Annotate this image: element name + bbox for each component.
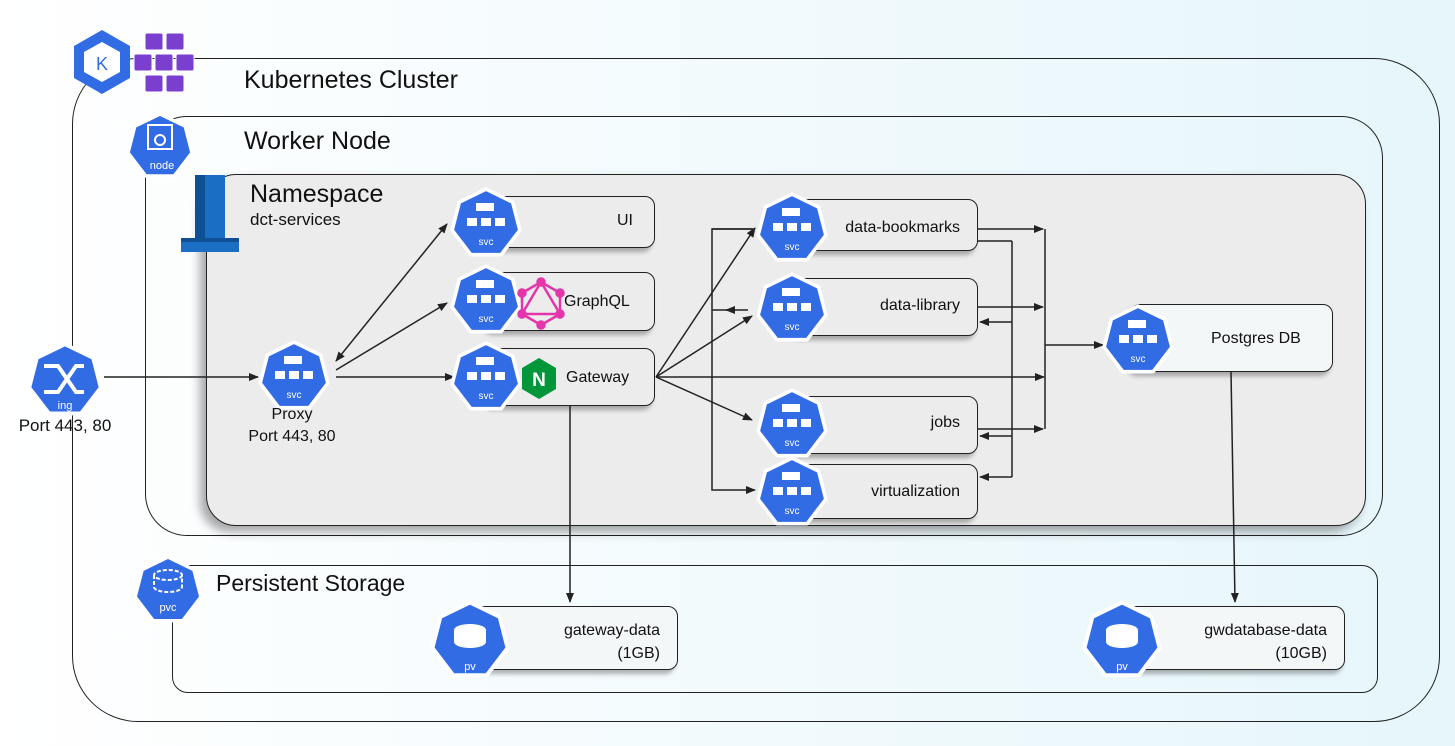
gateway-label: Gateway bbox=[566, 369, 630, 386]
pv-icon-gateway: pv bbox=[432, 602, 507, 675]
gwdatabase-data-name: gwdatabase-data bbox=[1204, 622, 1327, 639]
svg-text:svc: svc bbox=[1131, 354, 1146, 365]
gateway-data-name: gateway-data bbox=[563, 622, 660, 639]
namespace-icon bbox=[181, 175, 239, 252]
svg-text:node: node bbox=[150, 160, 174, 172]
left-bus-to-virtualization bbox=[711, 228, 756, 494]
graphql-label: GraphQL bbox=[564, 293, 630, 310]
proxy-name-label: Proxy bbox=[271, 406, 313, 423]
ingress-icon: ing bbox=[27, 342, 103, 416]
proxy-ui-arrow bbox=[335, 223, 448, 362]
svg-text:pvc: pvc bbox=[159, 602, 177, 614]
data-bookmarks-label: data-bookmarks bbox=[845, 219, 960, 236]
namespace-name: dct-services bbox=[250, 210, 341, 229]
gateway-jobs-arrow bbox=[655, 376, 753, 421]
svc-icons: svc svc svc svc svc svc svc svc svc bbox=[258, 187, 1174, 526]
data-bookmarks-svc-icon: svc bbox=[756, 192, 828, 262]
gateway-svc-icon: svc bbox=[450, 341, 522, 411]
svg-text:pv: pv bbox=[464, 661, 476, 673]
pv-icon-gwdatabase: pv bbox=[1084, 602, 1159, 675]
svg-text:svc: svc bbox=[785, 242, 800, 253]
node-icon: node bbox=[126, 112, 194, 178]
postgres-svc-icon: svc bbox=[1102, 304, 1174, 374]
gwdatabase-data-size: (10GB) bbox=[1275, 645, 1327, 662]
data-library-label: data-library bbox=[879, 297, 960, 314]
svg-text:svc: svc bbox=[785, 322, 800, 333]
virtualization-svc-icon: svc bbox=[756, 456, 828, 526]
jobs-label: jobs bbox=[930, 414, 960, 431]
svg-text:svc: svc bbox=[785, 506, 800, 517]
namespace-title: Namespace bbox=[250, 180, 384, 208]
ui-svc-icon: svc bbox=[450, 187, 522, 257]
data-library-svc-icon: svc bbox=[756, 272, 828, 342]
graphql-svc-icon: svc bbox=[450, 264, 522, 334]
svg-text:N: N bbox=[532, 370, 546, 391]
ingress-port-label: Port 443, 80 bbox=[18, 416, 112, 435]
postgres-label: Postgres DB bbox=[1211, 330, 1301, 347]
svg-text:K: K bbox=[96, 54, 108, 74]
svg-text:ing: ing bbox=[58, 400, 73, 412]
virtualization-label: virtualization bbox=[871, 483, 960, 500]
kubernetes-logo-icon: K bbox=[74, 30, 130, 94]
proxy-svc-icon: svc bbox=[258, 340, 330, 410]
proxy-port-label: Port 443, 80 bbox=[248, 428, 336, 445]
worker-node-title: Worker Node bbox=[244, 127, 391, 155]
jobs-svc-icon: svc bbox=[756, 388, 828, 458]
persistent-storage-title: Persistent Storage bbox=[216, 570, 406, 596]
svg-text:svc: svc bbox=[479, 314, 494, 325]
graphql-logo-icon bbox=[517, 277, 565, 330]
cluster-title: Kubernetes Cluster bbox=[244, 66, 459, 94]
gateway-data-size: (1GB) bbox=[617, 645, 660, 662]
svg-text:svc: svc bbox=[785, 438, 800, 449]
persistent-storage-boundary bbox=[172, 565, 1378, 693]
gateway-library-arrow bbox=[655, 315, 753, 378]
svg-text:svc: svc bbox=[287, 390, 302, 401]
connector-lines bbox=[104, 223, 1239, 603]
nginx-logo-icon: N bbox=[522, 358, 556, 399]
svg-text:svc: svc bbox=[479, 391, 494, 402]
gateway-bookmarks-arrow bbox=[655, 227, 756, 378]
svg-text:svc: svc bbox=[479, 237, 494, 248]
container-instances-icon bbox=[133, 32, 195, 93]
svg-text:pv: pv bbox=[1116, 661, 1128, 673]
postgres-to-volume-arrow bbox=[1230, 371, 1239, 603]
ui-label: UI bbox=[617, 212, 633, 229]
pvc-icon: pvc bbox=[133, 555, 203, 623]
worker-node-boundary bbox=[145, 116, 1383, 536]
proxy-graphql-arrow bbox=[335, 302, 448, 371]
